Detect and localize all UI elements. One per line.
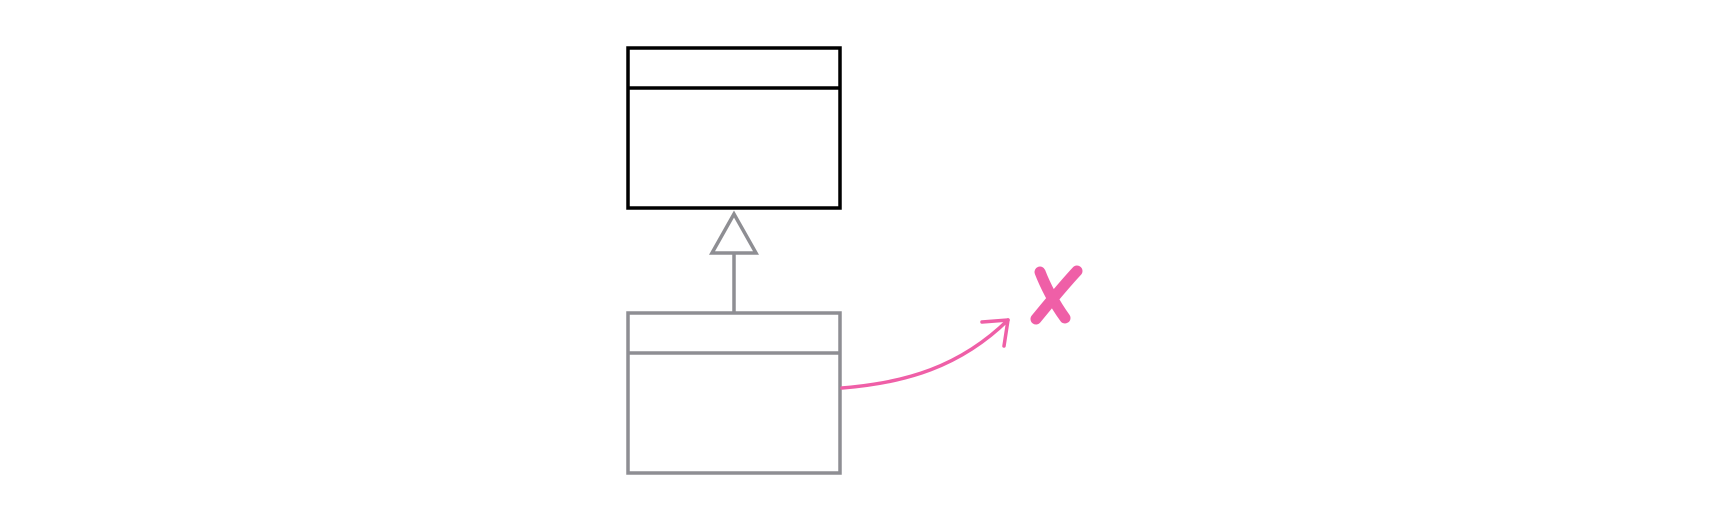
rejection-arrow-curve bbox=[840, 318, 1010, 390]
parent-class-outline bbox=[626, 46, 842, 210]
rejection-arrowhead-icon bbox=[980, 318, 1010, 348]
inheritance-arrowhead-icon bbox=[709, 210, 759, 255]
cross-icon bbox=[1030, 265, 1083, 325]
inheritance-connector bbox=[709, 210, 759, 313]
child-class-box bbox=[626, 311, 842, 475]
child-class-outline bbox=[626, 311, 842, 475]
rejection-arrow bbox=[840, 318, 1010, 390]
parent-class-box bbox=[626, 46, 842, 210]
cross-stroke-two bbox=[1030, 265, 1083, 325]
